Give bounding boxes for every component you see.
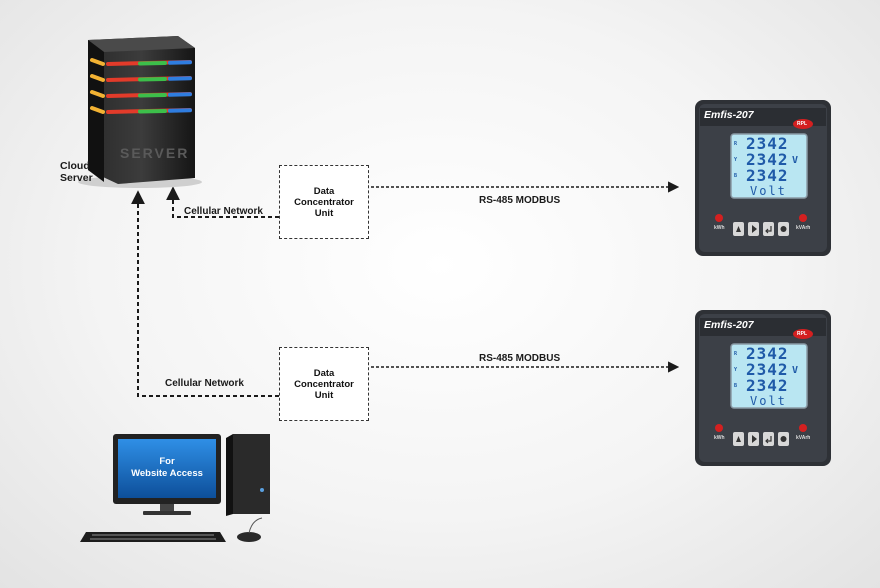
meter-2-reading-1: 2342 <box>746 344 789 363</box>
meter-1-model: Emfis-207 <box>704 109 754 121</box>
meter-2-phase-r: R <box>734 351 739 357</box>
meter-1-unit-symbol: V <box>792 155 800 166</box>
dcu-1-line1: Data <box>313 185 335 197</box>
meter-1-reading-3: 2342 <box>746 166 789 185</box>
rs485-label-bottom: RS-485 MODBUS <box>479 353 561 364</box>
meter-2-brand-logo: RPL <box>797 331 807 337</box>
meter-2-phase-y: Y <box>734 367 739 373</box>
dcu-1-line2: Concentrator <box>294 196 354 208</box>
computer-screen-line2: Website Access <box>131 468 203 479</box>
meter-1-kvarh-label: kVArh <box>796 225 811 231</box>
data-concentrator-unit-2: Data Concentrator Unit <box>279 347 369 421</box>
cellular-link-bottom <box>131 190 279 397</box>
meter-2-unit-label: Volt <box>750 394 787 408</box>
meter-1-phase-r: R <box>734 141 739 147</box>
server-graphic: SERVER <box>78 36 202 188</box>
meter-1-graphic <box>695 100 831 256</box>
meter-1-reading-2: 2342 <box>746 150 789 169</box>
dcu-2-line3: Unit <box>314 389 334 401</box>
svg-text:SERVER: SERVER <box>120 145 189 161</box>
meter-2-kwh-label: kWh <box>714 435 725 441</box>
data-concentrator-unit-1: Data Concentrator Unit <box>279 165 369 239</box>
meter-2-reading-3: 2342 <box>746 376 789 395</box>
meter-1-phase-b: B <box>734 173 739 179</box>
meter-2-kvarh-label: kVArh <box>796 435 811 441</box>
cellular-network-label-bottom: Cellular Network <box>165 378 244 389</box>
meter-2-phase-b: B <box>734 383 739 389</box>
dcu-2-line1: Data <box>313 367 335 379</box>
meter-1-kwh-label: kWh <box>714 225 725 231</box>
meter-2-graphic <box>695 310 831 466</box>
dcu-2-line2: Concentrator <box>294 378 354 390</box>
meter-2-model: Emfis-207 <box>704 319 754 331</box>
cellular-network-label-top: Cellular Network <box>184 206 263 217</box>
meter-2-unit-symbol: V <box>792 365 800 376</box>
meter-1-unit-label: Volt <box>750 184 787 198</box>
computer-screen-text: For Website Access <box>113 456 221 480</box>
cloud-server-label: Cloud Server <box>60 160 93 184</box>
meter-1-brand-logo: RPL <box>797 121 807 127</box>
dcu-1-line3: Unit <box>314 207 334 219</box>
computer-graphic <box>80 434 270 542</box>
cloud-server-label-line2: Server <box>60 172 93 184</box>
cellular-link-top <box>166 186 279 218</box>
meter-1-reading-1: 2342 <box>746 134 789 153</box>
cloud-server-label-line1: Cloud <box>60 160 90 172</box>
computer-screen-line1: For <box>159 456 175 467</box>
meter-2-reading-2: 2342 <box>746 360 789 379</box>
meter-1-phase-y: Y <box>734 157 739 163</box>
rs485-label-top: RS-485 MODBUS <box>479 195 561 206</box>
